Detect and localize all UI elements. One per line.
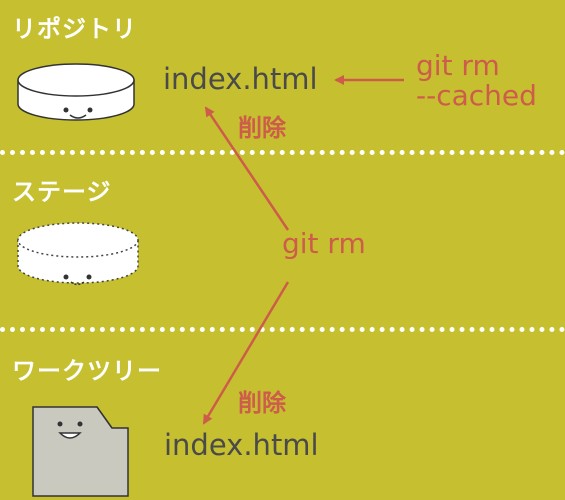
worktree-file-icon <box>32 406 129 497</box>
command-git-rm: git rm <box>282 227 366 260</box>
repository-filename: index.html <box>163 62 318 96</box>
section-label-stage: ステージ <box>12 178 112 206</box>
stage-db-icon <box>17 222 139 286</box>
arrow-git-rm-to-worktree <box>202 281 290 425</box>
command-git-rm-cached-line2: --cached <box>416 79 537 112</box>
section-label-repository: リポジトリ <box>12 15 137 43</box>
divider-stage-worktree <box>0 327 565 332</box>
worktree-filename: index.html <box>164 428 319 462</box>
label-delete-upper: 削除 <box>238 114 286 142</box>
command-git-rm-cached-line1: git rm <box>416 49 500 82</box>
arrow-git-rm-to-repository <box>204 106 290 231</box>
divider-repository-stage <box>0 150 565 155</box>
section-label-worktree: ワークツリー <box>12 357 162 385</box>
repository-db-icon <box>17 63 135 121</box>
label-delete-lower: 削除 <box>238 389 286 417</box>
